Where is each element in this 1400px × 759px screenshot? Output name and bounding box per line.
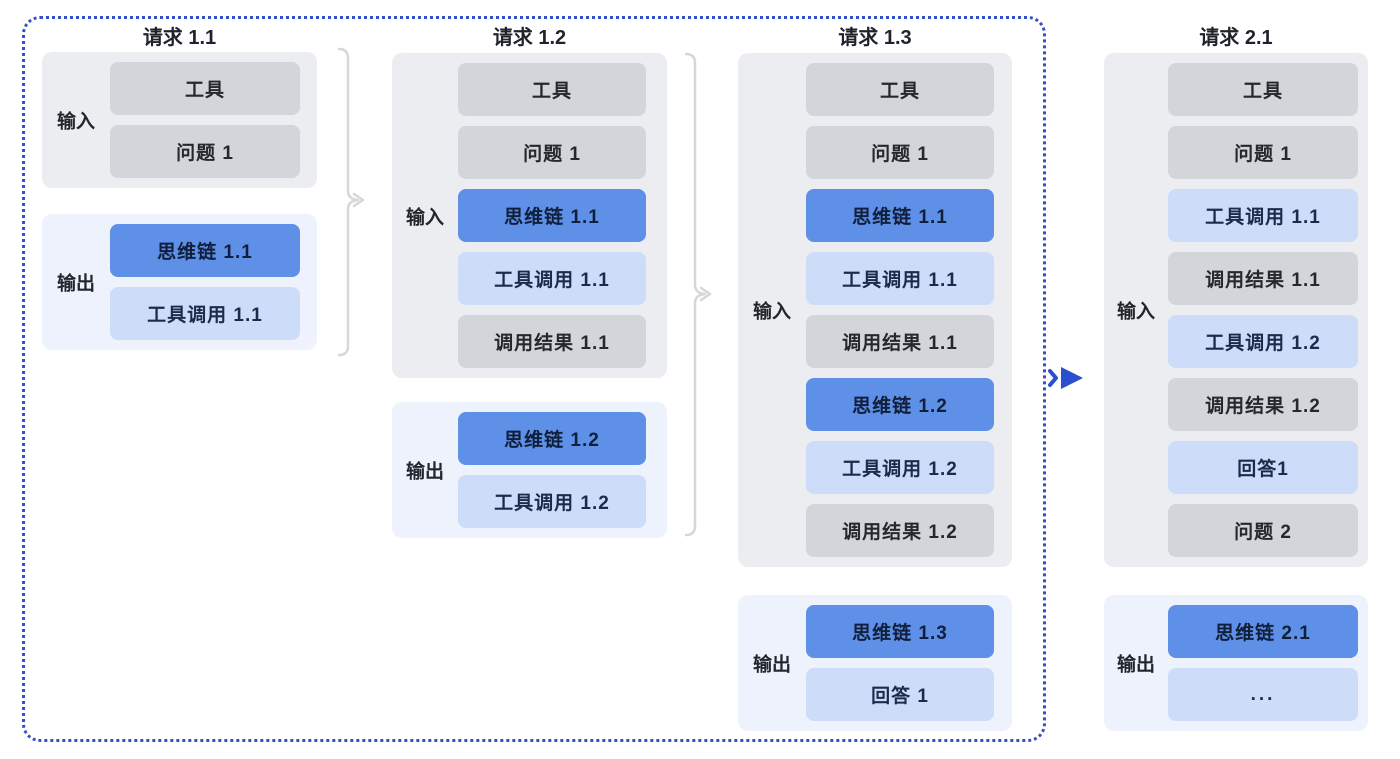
block-cot-1-2: 思维链 1.2 xyxy=(458,412,646,465)
next-round-arrow-icon xyxy=(1048,367,1083,389)
output-label: 输出 xyxy=(752,654,791,676)
input-label: 输入 xyxy=(405,207,444,228)
block-question-1: 问题 1 xyxy=(806,126,994,179)
block-tool-call-1-1: 工具调用 1.1 xyxy=(458,252,646,305)
block-tools: 工具 xyxy=(1168,63,1358,116)
block-tools: 工具 xyxy=(458,63,646,116)
block-tools: 工具 xyxy=(110,62,300,115)
block-cot-2-1: 思维链 2.1 xyxy=(1168,605,1358,658)
output-group-1-1: 输出 思维链 1.1 工具调用 1.1 xyxy=(42,214,317,350)
block-ellipsis: ... xyxy=(1168,668,1358,721)
block-question-1: 问题 1 xyxy=(1168,126,1358,179)
brace-arrow-1 xyxy=(337,47,365,357)
request-title-1-2: 请求 1.2 xyxy=(492,27,567,49)
block-call-result-1-1: 调用结果 1.1 xyxy=(1168,252,1358,305)
request-title-2-1: 请求 2.1 xyxy=(1199,27,1273,49)
block-tools: 工具 xyxy=(806,63,994,116)
block-cot-1-1: 思维链 1.1 xyxy=(458,189,646,242)
output-label: 输出 xyxy=(1116,654,1155,676)
block-tool-call-1-2: 工具调用 1.2 xyxy=(458,475,646,528)
block-answer-1: 回答 1 xyxy=(806,668,994,721)
output-group-1-2: 输出 思维链 1.2 工具调用 1.2 xyxy=(392,402,667,538)
block-cot-1-1: 思维链 1.1 xyxy=(806,189,994,242)
block-call-result-1-2: 调用结果 1.2 xyxy=(806,504,994,557)
block-tool-call-1-1: 工具调用 1.1 xyxy=(806,252,994,305)
input-group-2-1: 输入 工具 问题 1 工具调用 1.1 调用结果 1.1 工具调用 1.2 调用… xyxy=(1104,53,1368,567)
block-tool-call-1-2: 工具调用 1.2 xyxy=(1168,315,1358,368)
input-group-1-3: 输入 工具 问题 1 思维链 1.1 工具调用 1.1 调用结果 1.1 思维链… xyxy=(738,53,1012,567)
input-label: 输入 xyxy=(56,111,95,133)
block-call-result-1-2: 调用结果 1.2 xyxy=(1168,378,1358,431)
block-tool-call-1-1: 工具调用 1.1 xyxy=(110,287,300,340)
input-label: 输入 xyxy=(1116,301,1155,323)
block-question-1: 问题 1 xyxy=(110,125,300,178)
request-title-1-1: 请求 1.1 xyxy=(142,27,217,49)
block-cot-1-2: 思维链 1.2 xyxy=(806,378,994,431)
output-group-2-1: 输出 思维链 2.1 ... xyxy=(1104,595,1368,731)
output-group-1-3: 输出 思维链 1.3 回答 1 xyxy=(738,595,1012,731)
block-question-2: 问题 2 xyxy=(1168,504,1358,557)
block-cot-1-3: 思维链 1.3 xyxy=(806,605,994,658)
input-group-1-2: 输入 工具 问题 1 思维链 1.1 工具调用 1.1 调用结果 1.1 xyxy=(392,53,667,378)
output-label: 输出 xyxy=(56,273,95,295)
block-answer-1: 回答1 xyxy=(1168,441,1358,494)
input-label: 输入 xyxy=(752,301,791,323)
block-tool-call-1-2: 工具调用 1.2 xyxy=(806,441,994,494)
request-title-1-3: 请求 1.3 xyxy=(838,27,912,49)
block-cot-1-1: 思维链 1.1 xyxy=(110,224,300,277)
output-label: 输出 xyxy=(405,461,444,483)
block-call-result-1-1: 调用结果 1.1 xyxy=(458,315,646,368)
round-1-dashed-container xyxy=(22,16,1046,742)
block-tool-call-1-1: 工具调用 1.1 xyxy=(1168,189,1358,242)
brace-arrow-2 xyxy=(684,52,712,537)
input-group-1-1: 输入 工具 问题 1 xyxy=(42,52,317,188)
block-question-1: 问题 1 xyxy=(458,126,646,179)
block-call-result-1-1: 调用结果 1.1 xyxy=(806,315,994,368)
